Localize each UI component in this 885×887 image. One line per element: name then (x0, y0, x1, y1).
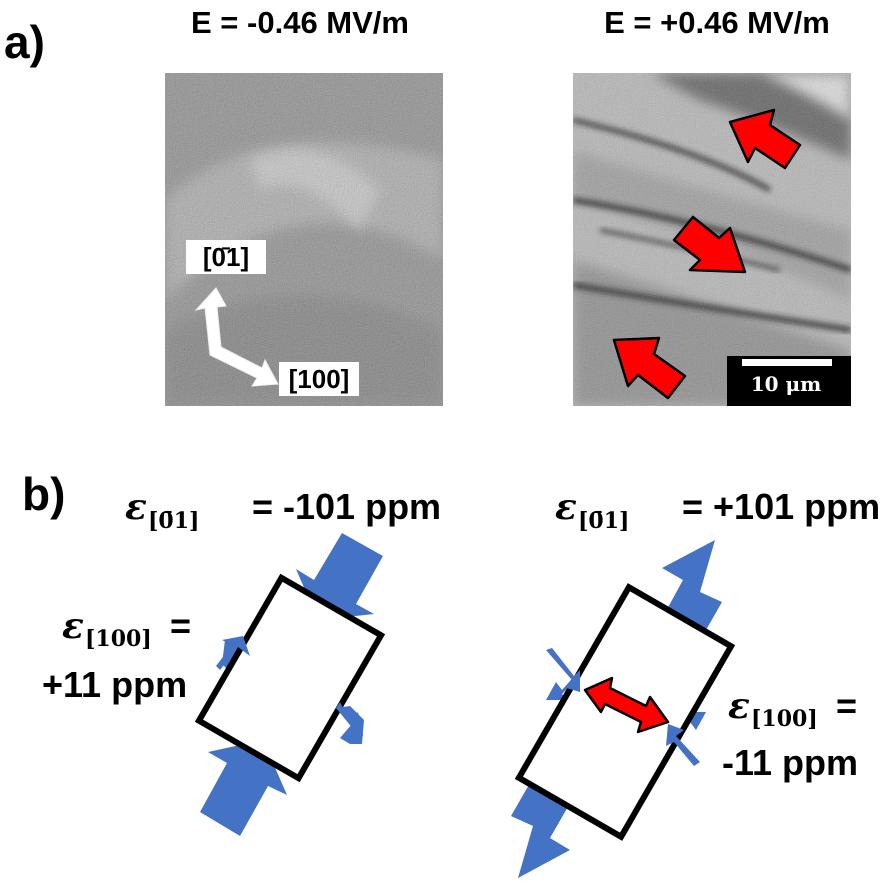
right-arrow-right-compress (672, 712, 706, 740)
scale-bar-label: 10 μm (751, 372, 822, 396)
red-arrow-top (728, 108, 802, 170)
red-arrow-middle (672, 215, 747, 274)
svg-text:+11 ppm: +11 ppm (42, 664, 187, 705)
svg-text:=: = (836, 685, 857, 726)
left-arrow-bottom-compress (200, 740, 287, 836)
svg-text:=: = (170, 605, 191, 646)
right-arrow-left-compress (546, 672, 580, 700)
svg-text:= -101 ppm: = -101 ppm (252, 486, 441, 527)
svg-text:ε: ε (125, 486, 147, 528)
left-strain-long-label: ε [0̄1] = -101 ppm (125, 486, 441, 534)
svg-text:[0̄1]: [0̄1] (578, 508, 629, 534)
svg-text:ε: ε (62, 605, 84, 647)
svg-text:[0̄1]: [0̄1] (148, 508, 199, 534)
right-strain-diagram (511, 540, 736, 878)
scale-bar: 10 μm (727, 356, 851, 406)
left-strain-trans-label: ε [100] = +11 ppm (42, 605, 191, 705)
red-marker-arrows (612, 108, 802, 400)
left-micrograph (165, 73, 443, 406)
crystal-axes (194, 287, 279, 387)
panel-b-label: b) (22, 468, 65, 520)
axis-up-label-bg (186, 240, 266, 274)
right-strain-trans-label: ε [100] = -11 ppm (722, 685, 858, 783)
svg-text:ε: ε (555, 486, 577, 528)
svg-text:= +101 ppm: = +101 ppm (682, 486, 880, 527)
svg-text:ε: ε (728, 685, 750, 727)
axis-right-label-bg (279, 362, 359, 396)
red-arrow-bottom (612, 336, 687, 400)
axis-right-label: [100] (289, 364, 350, 394)
right-strain-long-label: ε [0̄1] = +101 ppm (555, 486, 880, 534)
left-strain-diagram (194, 533, 386, 836)
svg-text:-11 ppm: -11 ppm (722, 742, 858, 783)
red-double-arrow (583, 676, 670, 734)
svg-text:[100]: [100] (85, 626, 152, 652)
right-field-title: E = +0.46 MV/m (604, 5, 830, 40)
svg-text:[100]: [100] (751, 706, 818, 732)
axis-up-label: [0̄1] (203, 242, 249, 272)
panel-a-label: a) (4, 16, 45, 68)
left-field-title: E = -0.46 MV/m (191, 5, 409, 40)
